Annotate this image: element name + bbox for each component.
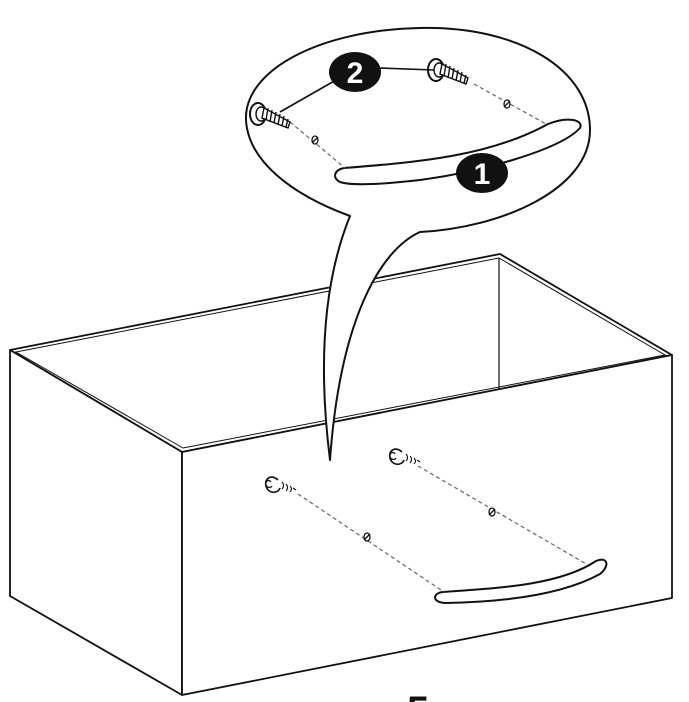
callout-handle: 1 <box>456 153 508 193</box>
callout-screw: 2 <box>329 52 381 92</box>
callout-handle-label: 1 <box>474 158 491 191</box>
callout-screw-label: 2 <box>347 57 364 90</box>
step-number: 5 <box>407 689 429 702</box>
